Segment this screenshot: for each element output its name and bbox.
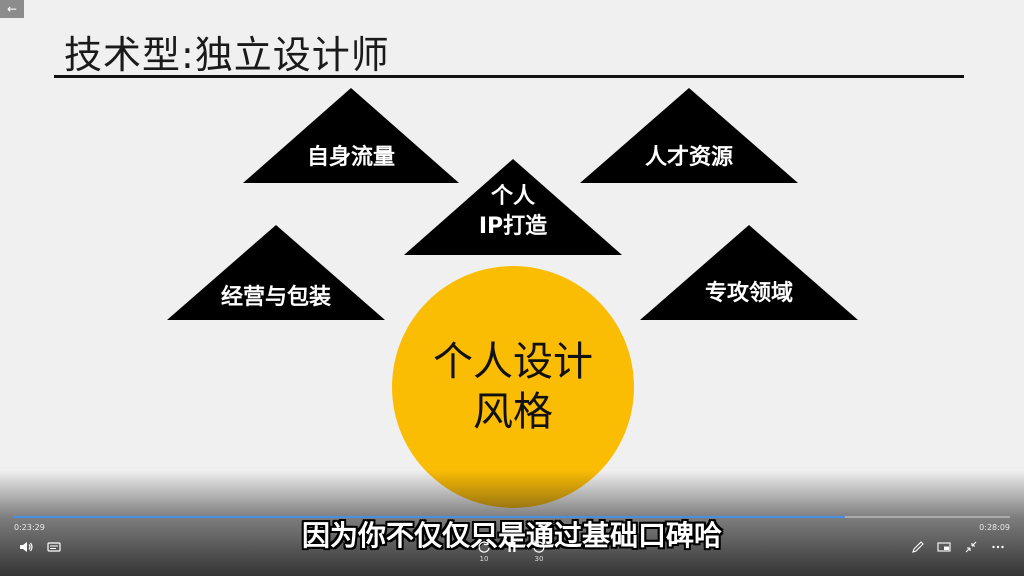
forward-icon [533, 540, 545, 553]
triangle-personal-ip: 个人 IP打造 [404, 159, 622, 255]
triangle-operation: 经营与包装 [167, 225, 385, 320]
captions-button[interactable] [46, 538, 62, 556]
triangle-label: 人才资源 [644, 145, 733, 170]
skip-forward-button[interactable]: 30 [531, 538, 547, 563]
triangle-specialty: 专攻领域 [640, 225, 858, 320]
captions-icon [47, 542, 61, 552]
skip-forward-seconds: 30 [534, 555, 544, 563]
center-label-line1: 个人设计 [433, 339, 593, 385]
triangle-label: 自身流量 [306, 145, 395, 170]
triangle-label-line1: 个人 [490, 184, 535, 209]
subtitle-caption: 因为你不仅仅只是通过基础口碑哈 [301, 519, 722, 552]
current-time: 0:23:29 [14, 523, 45, 532]
progress-bar[interactable] [14, 516, 1010, 518]
arrow-left-icon: ← [6, 2, 18, 16]
title-divider [54, 75, 964, 78]
triangle-label-line2: IP打造 [478, 214, 548, 239]
triangle-label: 经营与包装 [220, 285, 331, 310]
more-options-icon [992, 545, 1004, 549]
back-button[interactable]: ← [0, 0, 24, 18]
center-circle: 个人设计 风格 [392, 266, 634, 508]
volume-button[interactable] [18, 538, 34, 556]
progress-fill [14, 516, 845, 518]
player-controls-shade [0, 470, 1024, 576]
pause-icon [508, 542, 516, 552]
volume-icon [20, 542, 33, 552]
picture-in-picture-button[interactable] [936, 538, 952, 556]
slide-title: 技术型:独立设计师 [64, 33, 390, 77]
pencil-icon [912, 541, 924, 553]
pause-button[interactable] [504, 538, 520, 556]
triangle-talent: 人才资源 [580, 88, 798, 183]
replay-icon [478, 540, 490, 553]
center-label-line2: 风格 [473, 389, 553, 435]
skip-back-button[interactable]: 10 [476, 538, 492, 563]
exit-fullscreen-button[interactable] [963, 538, 979, 556]
annotate-button[interactable] [910, 538, 926, 556]
more-options-button[interactable] [990, 538, 1006, 556]
total-time: 0:28:09 [979, 523, 1010, 532]
triangle-label: 专攻领域 [704, 281, 793, 306]
skip-back-seconds: 10 [479, 555, 489, 563]
exit-fullscreen-icon [965, 541, 977, 553]
picture-in-picture-icon [937, 542, 951, 552]
